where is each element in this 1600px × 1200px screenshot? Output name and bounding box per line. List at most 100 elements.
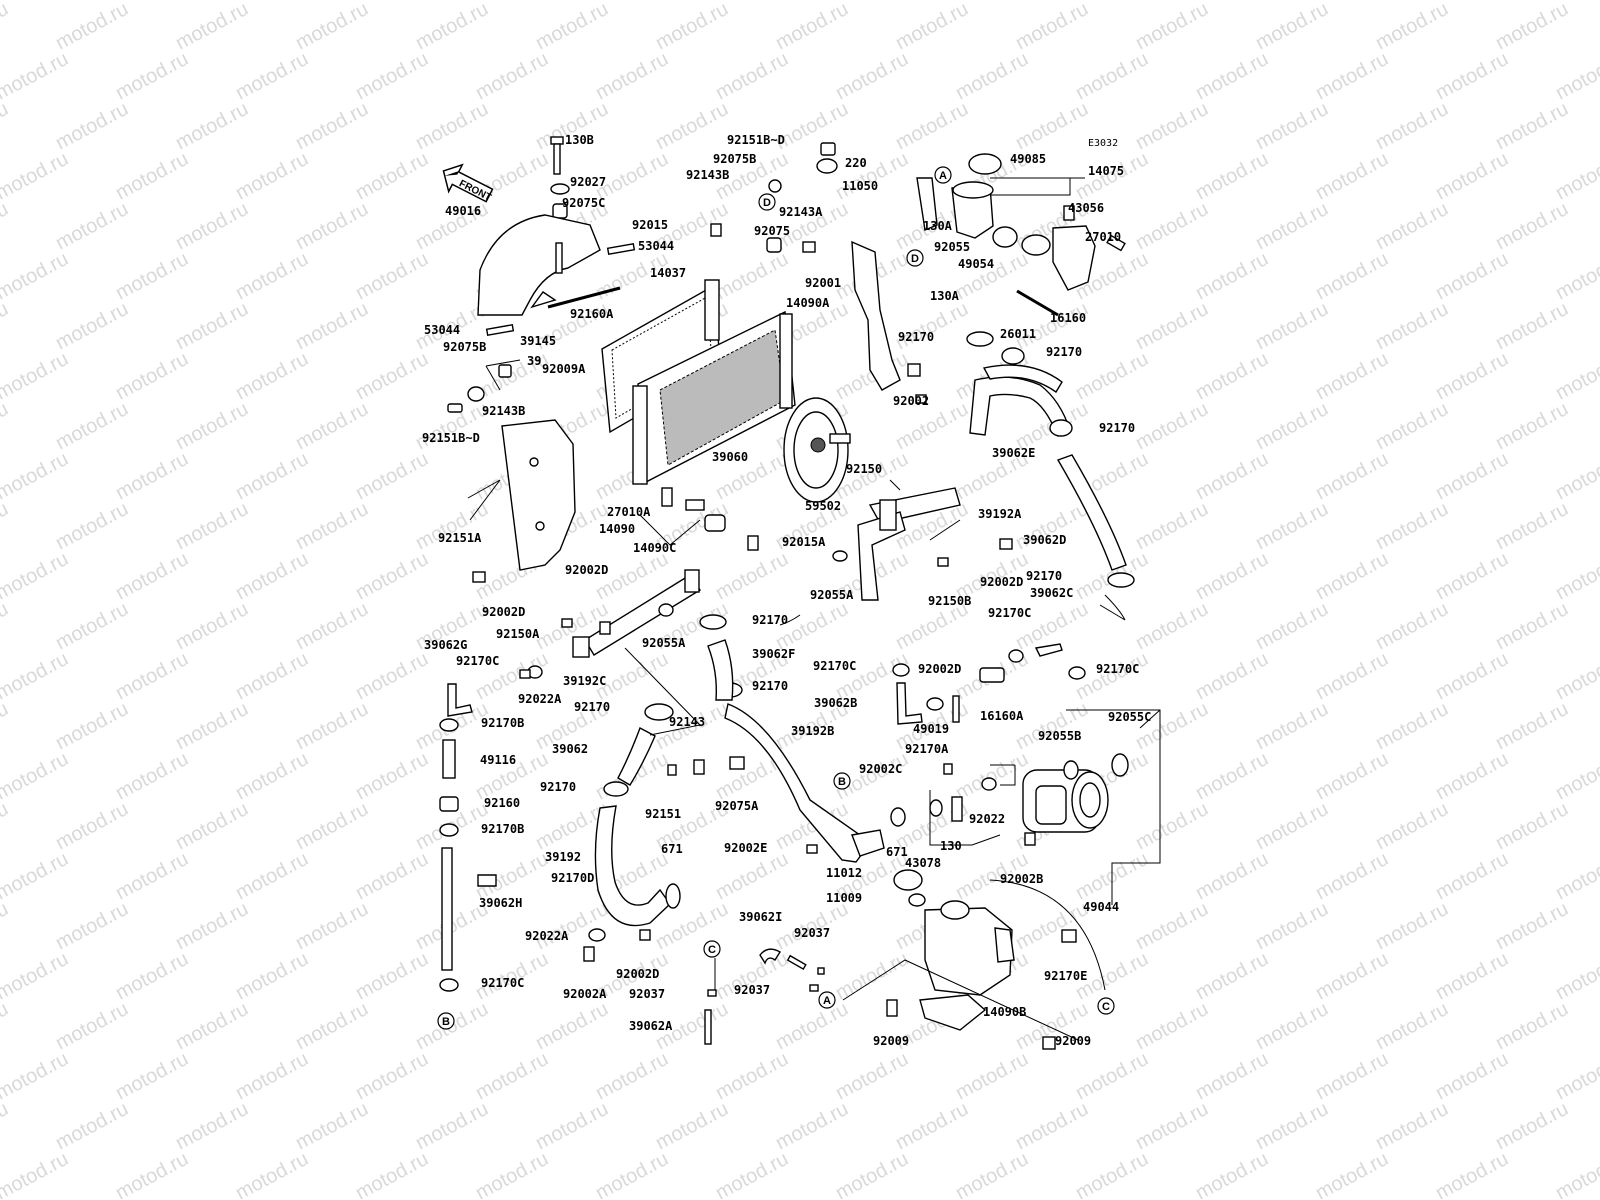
- watermark-text: motod.ru: [112, 248, 192, 304]
- reference-letter: D: [763, 197, 771, 209]
- watermark-text: motod.ru: [1552, 748, 1600, 804]
- watermark-text: motod.ru: [1372, 698, 1452, 754]
- part-number-label: 49116: [480, 753, 516, 767]
- part-number-label: 92002: [893, 394, 929, 408]
- watermark-text: motod.ru: [532, 0, 612, 54]
- watermark-text: motod.ru: [1252, 498, 1332, 554]
- part-number-label: 39192A: [978, 507, 1022, 521]
- watermark-text: motod.ru: [832, 1148, 912, 1200]
- part-number-label: 92055B: [1038, 729, 1081, 743]
- watermark-text: motod.ru: [172, 198, 252, 254]
- watermark-text: motod.ru: [1012, 1098, 1092, 1154]
- watermark-text: motod.ru: [0, 698, 12, 754]
- part-number-label: 11009: [826, 891, 862, 905]
- watermark-text: motod.ru: [0, 898, 12, 954]
- watermark-text: motod.ru: [1132, 598, 1212, 654]
- watermark-text: motod.ru: [1432, 1048, 1512, 1104]
- watermark-text: motod.ru: [1372, 0, 1452, 54]
- watermark-text: motod.ru: [892, 298, 972, 354]
- part-number-label: 92037: [794, 926, 830, 940]
- watermark-text: motod.ru: [952, 48, 1032, 104]
- watermark-text: motod.ru: [1312, 348, 1392, 404]
- watermark-text: motod.ru: [52, 898, 132, 954]
- watermark-text: motod.ru: [1312, 448, 1392, 504]
- hose-39062f-icon: [707, 639, 734, 701]
- watermark-text: motod.ru: [1192, 948, 1272, 1004]
- part-number-label: 39060: [712, 450, 748, 464]
- hose-39062c-icon: [1034, 643, 1063, 657]
- watermark-text: motod.ru: [352, 948, 432, 1004]
- watermark-text: motod.ru: [0, 948, 72, 1004]
- watermark-text: motod.ru: [1192, 648, 1272, 704]
- pipe-39192b-icon: [724, 703, 871, 863]
- watermark-text: motod.ru: [1492, 898, 1572, 954]
- part-number-label: 92151A: [438, 531, 482, 545]
- thermostat-housing-16160-icon: [1021, 205, 1126, 291]
- watermark-text: motod.ru: [232, 1048, 312, 1104]
- part-number-label: 92151B~D: [422, 431, 480, 445]
- watermark-text: motod.ru: [292, 898, 372, 954]
- watermark-text: motod.ru: [352, 148, 432, 204]
- watermark-text: motod.ru: [1492, 798, 1572, 854]
- watermark-text: motod.ru: [232, 848, 312, 904]
- part-number-label: 39192B: [791, 724, 834, 738]
- part-number-label: 92170C: [1096, 662, 1139, 676]
- watermark-text: motod.ru: [52, 698, 132, 754]
- part-number-label: 92027: [570, 175, 606, 189]
- part-number-label: 92170B: [481, 716, 524, 730]
- watermark-text: motod.ru: [1372, 198, 1452, 254]
- part-number-label: 92002D: [980, 575, 1023, 589]
- part-number-label: 92009: [873, 1034, 909, 1048]
- watermark-text: motod.ru: [1252, 398, 1332, 454]
- watermark-text: motod.ru: [0, 1148, 72, 1200]
- watermark-text: motod.ru: [1132, 198, 1212, 254]
- watermark-text: motod.ru: [0, 848, 72, 904]
- reference-circle: [1097, 997, 1115, 1015]
- watermark-text: motod.ru: [1192, 1148, 1272, 1200]
- watermark-text: motod.ru: [172, 898, 252, 954]
- watermark-text: motod.ru: [532, 1098, 612, 1154]
- watermark-text: motod.ru: [1312, 248, 1392, 304]
- watermark-text: motod.ru: [0, 998, 12, 1054]
- watermark-text: motod.ru: [1192, 248, 1272, 304]
- watermark-text: motod.ru: [1072, 48, 1152, 104]
- part-number-label: 130A: [930, 289, 960, 303]
- part-number-label: 220: [845, 156, 867, 170]
- watermark-text: motod.ru: [1252, 98, 1332, 154]
- shroud-49016-icon: [477, 214, 601, 316]
- reference-circle: [818, 991, 836, 1009]
- reference-circle: [906, 249, 924, 267]
- watermark-text: motod.ru: [952, 1048, 1032, 1104]
- watermark-text: motod.ru: [52, 98, 132, 154]
- watermark-text: motod.ru: [1252, 998, 1332, 1054]
- part-number-label: 39062G: [424, 638, 467, 652]
- part-number-label: 130: [940, 839, 962, 853]
- part-number-label: 39192: [545, 850, 581, 864]
- watermark-text: motod.ru: [352, 48, 432, 104]
- watermark-text: motod.ru: [1312, 1048, 1392, 1104]
- watermark-text: motod.ru: [1312, 148, 1392, 204]
- watermark-text: motod.ru: [232, 948, 312, 1004]
- watermark-text: motod.ru: [1012, 698, 1092, 754]
- part-number-label: 92170C: [456, 654, 499, 668]
- part-number-label: 39062D: [1023, 533, 1066, 547]
- watermark-text: motod.ru: [712, 548, 792, 604]
- watermark-text: motod.ru: [1372, 398, 1452, 454]
- watermark-text: motod.ru: [1432, 248, 1512, 304]
- parts-artwork: [439, 136, 1161, 1050]
- reference-letter: D: [911, 253, 919, 265]
- watermark-text: motod.ru: [1132, 98, 1212, 154]
- part-number-label: 39062: [552, 742, 588, 756]
- watermark-text: motod.ru: [832, 48, 912, 104]
- watermark-text: motod.ru: [712, 848, 792, 904]
- watermark-text: motod.ru: [1552, 348, 1600, 404]
- hose-39062b-icon: [896, 682, 923, 725]
- watermark-text: motod.ru: [352, 748, 432, 804]
- o-ring-92055a-icon: [832, 550, 848, 562]
- watermark-text: motod.ru: [1192, 748, 1272, 804]
- part-number-label: 11012: [826, 866, 862, 880]
- part-number-label: 53044: [424, 323, 460, 337]
- watermark-text: motod.ru: [1252, 198, 1332, 254]
- watermark-text: motod.ru: [112, 1148, 192, 1200]
- watermark-text: motod.ru: [352, 848, 432, 904]
